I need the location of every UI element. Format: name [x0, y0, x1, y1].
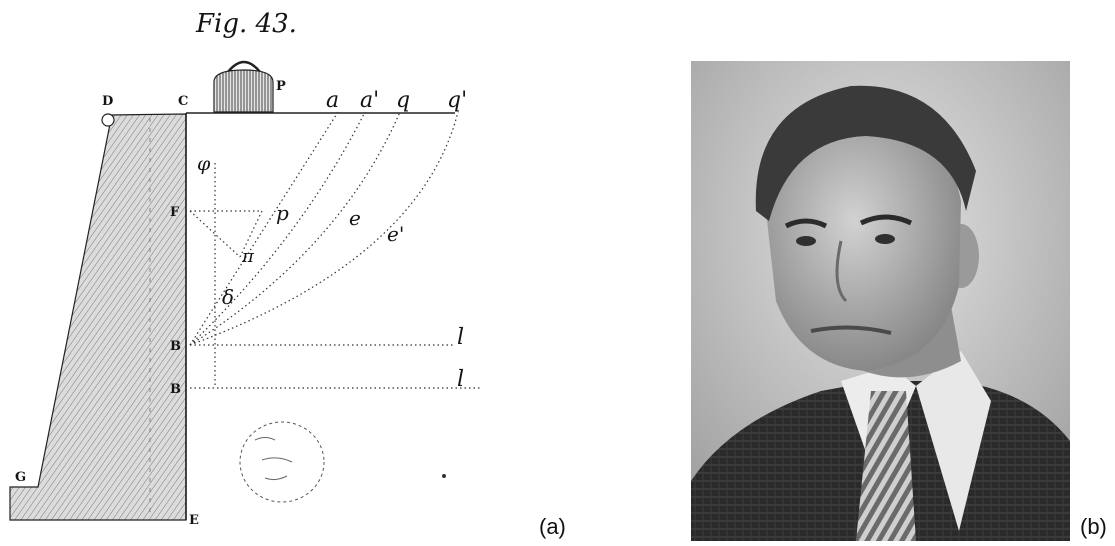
label-P: P: [276, 79, 286, 94]
retaining-wall: [9, 113, 187, 521]
label-p: p: [276, 201, 289, 225]
label-F: F: [170, 205, 180, 220]
panel-a-label: (a): [539, 514, 566, 539]
label-l-upper: l: [457, 325, 464, 350]
label-q: q: [396, 88, 410, 113]
retaining-wall-figure: Fig. 43. D C P a a' q q' φ F p e e' π δ: [9, 9, 480, 528]
label-a: a: [326, 88, 339, 113]
label-B-lower: B: [170, 382, 181, 397]
label-l-lower: l: [457, 367, 464, 392]
library-stamp: [239, 421, 325, 503]
label-pi: π: [241, 246, 255, 267]
construction-lines: [189, 111, 480, 389]
label-C: C: [178, 94, 188, 109]
portrait-photo: [691, 61, 1070, 541]
label-G: G: [15, 470, 26, 485]
label-E: E: [189, 513, 199, 528]
stray-dot: [442, 474, 446, 478]
label-q-prime: q': [447, 88, 467, 113]
label-phi: φ: [197, 153, 211, 175]
label-B-upper: B: [170, 339, 181, 354]
wall-cap-curl: [101, 113, 115, 127]
figure-title: Fig. 43.: [195, 9, 297, 39]
label-e-prime: e': [387, 222, 404, 246]
panel-b-label: (b): [1080, 514, 1107, 539]
label-e: e: [349, 206, 361, 230]
label-D: D: [102, 94, 113, 109]
label-a-prime: a': [360, 88, 379, 113]
label-delta: δ: [222, 285, 234, 309]
surcharge-weight: [213, 60, 274, 113]
